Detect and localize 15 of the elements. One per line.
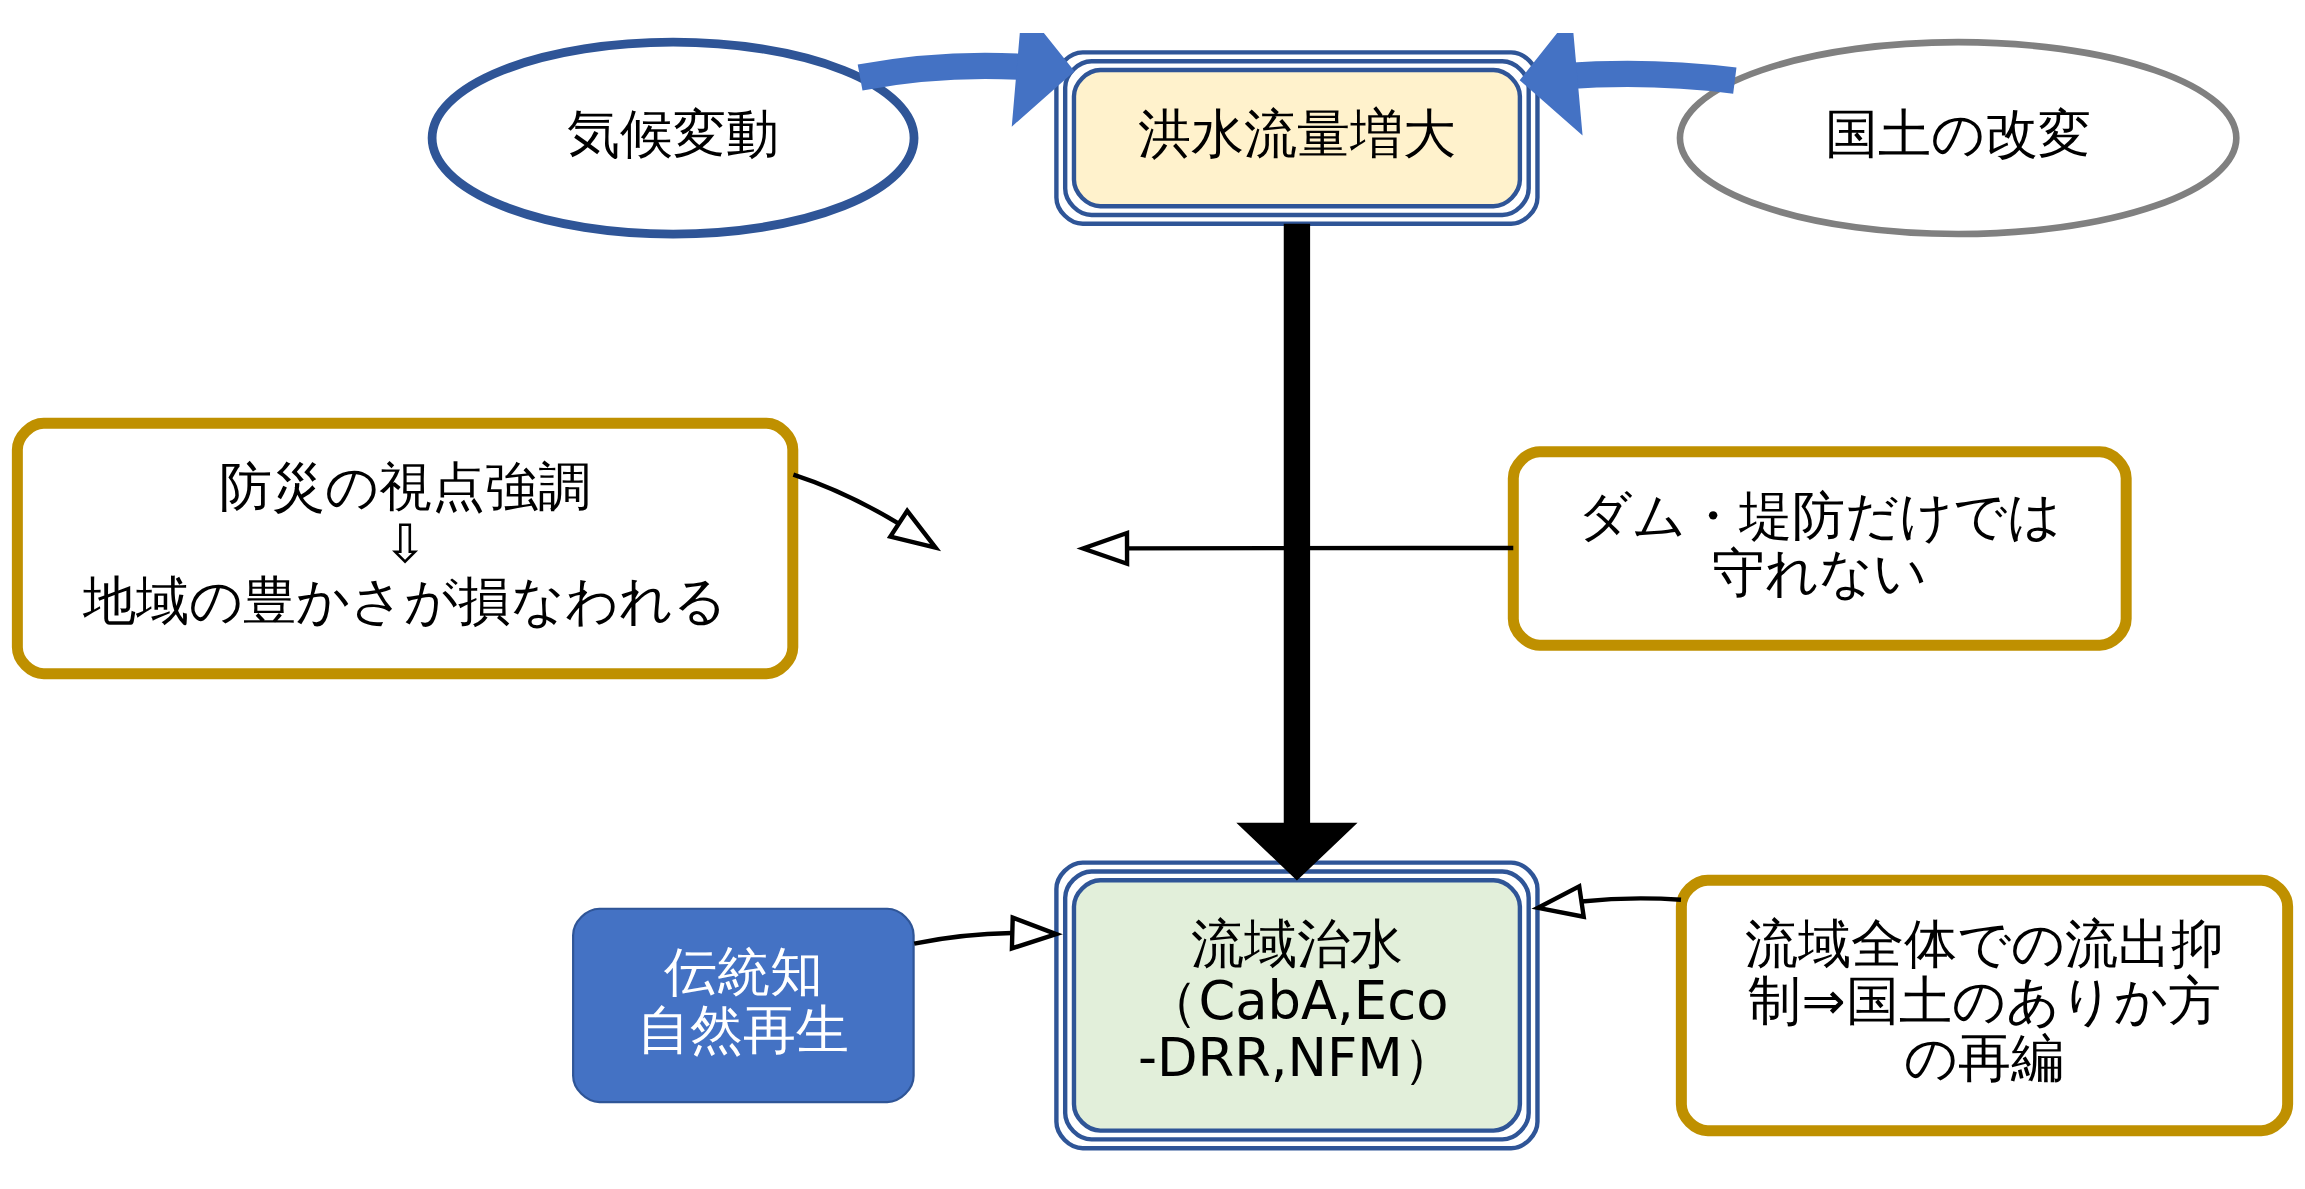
- arrow: [1519, 32, 1737, 135]
- node-box: 洪水流量増大: [1054, 49, 1540, 226]
- node-ellipse: 国土の改変: [1676, 38, 2240, 237]
- arrow: [857, 32, 1075, 127]
- node-box: 防災の視点強調 ⇩ 地域の豊かさが損なわれる: [11, 417, 799, 679]
- node-box: ダム・堤防だけでは守れない: [1507, 445, 2132, 651]
- arrow: [913, 914, 1063, 951]
- arrow: [1076, 529, 1514, 567]
- arrow: [792, 472, 942, 551]
- node-box: 流域治水 （CabA,Eco-DRR,NFM）: [1054, 859, 1540, 1150]
- node-box: 流域全体での流出抑制⇒国土のありか方の再編: [1675, 874, 2294, 1136]
- node-ellipse: 気候変動: [427, 37, 919, 238]
- arrow: [1531, 882, 1682, 919]
- node-box: 伝統知 自然再生: [572, 907, 915, 1103]
- arrow: [1236, 223, 1358, 880]
